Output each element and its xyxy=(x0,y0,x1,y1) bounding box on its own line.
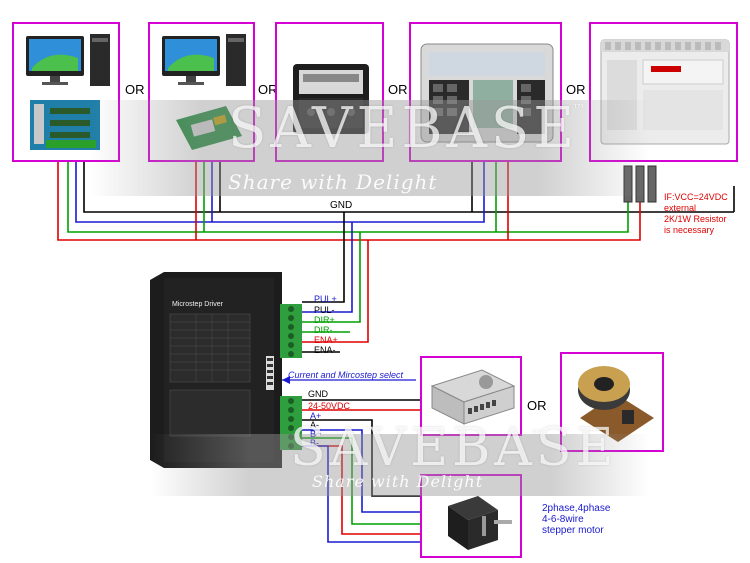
label-pul-minus: PUL- xyxy=(314,305,335,315)
label-dir-minus: DIR- xyxy=(314,325,333,335)
plc-illustration xyxy=(600,39,730,145)
label-ena-plus: ENA+ xyxy=(314,335,338,345)
motion-controller-frame xyxy=(409,22,562,162)
label-a-minus: A- xyxy=(310,420,319,430)
or-label-power: OR xyxy=(527,398,547,413)
label-gnd-power: GND xyxy=(308,389,328,399)
watermark-band-bottom xyxy=(150,434,650,496)
label-b-plus: B+ xyxy=(310,429,321,439)
label-24-50vdc: 24-50VDC xyxy=(308,401,351,411)
or-label-4: OR xyxy=(566,82,586,97)
watermark-band-top xyxy=(90,100,650,196)
motor-note: 2phase,4phase 4-6-8wire stepper motor xyxy=(542,503,611,536)
pc-with-card-frame xyxy=(148,22,255,162)
resistors xyxy=(623,165,657,203)
or-label-3: OR xyxy=(388,82,408,97)
watermark-text-bottom: SAVEBASE xyxy=(290,418,618,478)
power-supply-illustration xyxy=(430,369,516,425)
motion-controller-illustration xyxy=(420,43,554,143)
watermark-tagline-top: Share with Delight xyxy=(228,170,438,194)
plc-controller-frame xyxy=(275,22,384,162)
label-b-minus: B- xyxy=(310,438,319,448)
watermark-tagline-bottom: Share with Delight xyxy=(312,472,484,491)
label-dir-plus: DIR+ xyxy=(314,315,335,325)
toroidal-transformer-frame xyxy=(560,352,664,452)
or-label-2: OR xyxy=(258,82,278,97)
mitsubishi-plc-frame xyxy=(589,22,738,162)
label-pul-plus: PUL+ xyxy=(314,294,337,304)
stepper-motor-illustration xyxy=(448,496,512,550)
power-motor-terminal-block xyxy=(280,396,302,450)
watermark-tm-top: ™ xyxy=(572,102,586,118)
resistor-note: IF:VCC=24VDC external 2K/1W Resistor is … xyxy=(664,192,728,235)
pc-card-illustration xyxy=(162,34,246,150)
driver-title: Microstep Driver xyxy=(172,301,224,308)
pc-with-breakout-board-frame xyxy=(12,22,120,162)
switching-power-supply-frame xyxy=(420,356,522,436)
controller-box-illustration xyxy=(293,64,369,134)
microstep-driver: Microstep Driver xyxy=(150,272,282,468)
stepper-motor-frame xyxy=(420,474,522,558)
label-ena-minus: ENA- xyxy=(314,345,336,355)
gnd-label: GND xyxy=(330,200,353,211)
label-a-plus: A+ xyxy=(310,411,322,421)
current-select-note: Current and Mircostep select xyxy=(288,370,404,380)
signal-terminal-block xyxy=(280,304,302,358)
watermark-text-top: SAVEBASE xyxy=(228,96,579,161)
or-label-1: OR xyxy=(125,82,145,97)
transformer-illustration xyxy=(578,366,654,442)
watermark-tm-bottom: ™ xyxy=(530,428,543,443)
pc-breakout-illustration xyxy=(26,34,110,150)
